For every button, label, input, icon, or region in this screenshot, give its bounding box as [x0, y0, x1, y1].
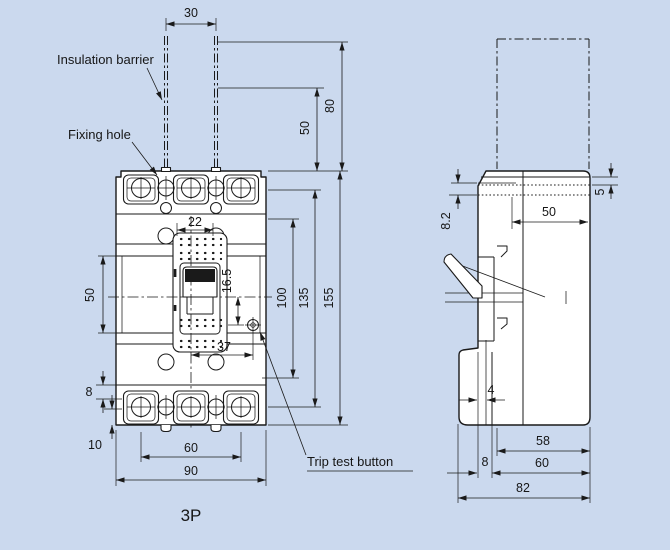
dim-8-side: 8 — [482, 455, 489, 469]
dim-4: 4 — [488, 383, 495, 397]
dim-depths-bottom: 58 8 60 82 — [447, 352, 591, 503]
terminal — [172, 174, 210, 205]
front-view-dimensions: 30 80 50 22 50 16.5 — [83, 6, 348, 486]
dim-37: 37 — [217, 340, 231, 354]
cover-hole — [157, 353, 175, 371]
side-interior-lines — [478, 171, 590, 425]
barrier-slot-tab — [210, 166, 222, 173]
dim-barrier-slot-depth: 8.2 — [439, 169, 477, 230]
side-view-dimensions: 8.2 5 50 4 — [439, 163, 618, 503]
off-mark — [173, 305, 177, 311]
dim-heights-right: 100 135 155 — [262, 171, 348, 426]
dim-155: 155 — [322, 288, 336, 309]
dim-135: 135 — [297, 288, 311, 309]
callout-fixing-hole: Fixing hole — [68, 127, 158, 176]
figure-caption: 3P — [181, 506, 202, 525]
callout-trip-test-button: Trip test button — [259, 331, 413, 472]
dim-50-left: 50 — [83, 288, 97, 302]
fixing-hole-label: Fixing hole — [68, 127, 131, 142]
fixing-hole — [157, 395, 175, 419]
insulation-barrier-label: Insulation barrier — [57, 52, 154, 67]
wire-hole — [160, 202, 172, 214]
dim-22: 22 — [188, 215, 202, 229]
dim-cover-height: 50 — [83, 255, 116, 334]
front-view — [108, 36, 272, 433]
dim-cover-step: 5 — [592, 163, 618, 199]
dim-barrier-pitch: 30 — [165, 6, 217, 31]
dim-30: 30 — [184, 6, 198, 20]
insulation-barrier-lines — [164, 36, 218, 189]
on-mark — [173, 269, 177, 277]
terminal — [222, 174, 260, 205]
bottom-tab — [160, 425, 172, 433]
dim-100: 100 — [275, 288, 289, 309]
side-barrier-phantom — [496, 38, 590, 169]
dim-58: 58 — [536, 434, 550, 448]
toggle-handle-side — [443, 253, 483, 299]
fixing-hole — [157, 176, 175, 200]
dim-10: 10 — [88, 438, 102, 452]
dim-clip-step: 4 — [459, 383, 505, 403]
callout-insulation-barrier: Insulation barrier — [57, 52, 163, 101]
terminal — [122, 174, 160, 205]
dim-trip-offset-x: 37 — [191, 333, 254, 360]
dim-hole-span: 22 — [176, 215, 214, 236]
dim-8-front: 8 — [86, 385, 93, 399]
dim-terminal-inset: 8 — [86, 371, 122, 413]
callouts: Insulation barrier Fixing hole Trip test… — [57, 52, 413, 472]
handle-escutcheon — [172, 232, 228, 353]
dim-60-side: 60 — [535, 456, 549, 470]
dim-8-2: 8.2 — [439, 212, 453, 229]
side-handle-lever — [443, 253, 567, 304]
side-view — [443, 38, 591, 426]
dim-widths-bottom: 60 90 — [115, 430, 267, 486]
dim-50-side: 50 — [542, 205, 556, 219]
dim-trip-offset-y: 16.5 — [220, 269, 244, 326]
dim-top-depth: 50 — [511, 197, 588, 229]
terminal — [172, 390, 210, 425]
fixing-hole — [207, 395, 225, 419]
dim-90: 90 — [184, 464, 198, 478]
barrier-slot-tab — [160, 166, 172, 173]
dim-16-5: 16.5 — [220, 269, 234, 293]
dim-80: 80 — [323, 99, 337, 113]
dim-terminal-edge: 10 — [88, 395, 122, 452]
fixing-hole — [207, 176, 225, 200]
bottom-terminals — [122, 390, 260, 425]
dim-82: 82 — [516, 481, 530, 495]
terminal — [122, 390, 160, 425]
trip-test-button-label: Trip test button — [307, 454, 393, 469]
dim-60-front: 60 — [184, 441, 198, 455]
dim-50-top: 50 — [298, 121, 312, 135]
wire-hole — [210, 202, 222, 214]
dim-5: 5 — [593, 188, 607, 195]
trip-test-button[interactable] — [245, 317, 261, 333]
bottom-tab — [210, 425, 222, 433]
dim-barrier-heights: 80 50 — [218, 41, 348, 172]
top-terminals — [122, 174, 260, 214]
terminal — [222, 390, 260, 425]
